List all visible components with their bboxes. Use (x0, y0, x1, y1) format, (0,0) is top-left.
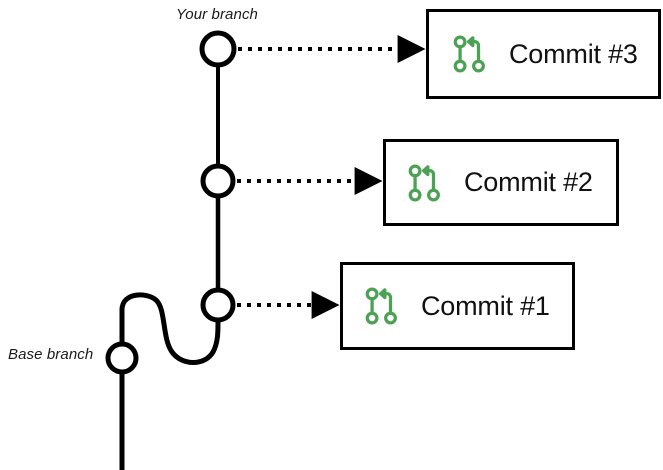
branch-fork-s-curve (119, 292, 221, 365)
git-pull-request-icon (365, 287, 397, 325)
commit-card-2[interactable]: Commit #2 (383, 139, 619, 226)
node-your-branch-commit-2 (200, 163, 236, 199)
commit-card-1[interactable]: Commit #1 (340, 262, 575, 350)
node-base-branch (105, 341, 139, 375)
your-branch-label: Your branch (176, 6, 258, 23)
node-your-branch-commit-1 (200, 287, 236, 323)
commit-card-2-label: Commit #2 (464, 167, 593, 197)
git-pull-request-icon (453, 35, 485, 73)
commit-card-3[interactable]: Commit #3 (426, 9, 661, 99)
git-pull-request-icon (408, 164, 440, 201)
node-your-branch-commit-3 (199, 30, 237, 68)
base-branch-label: Base branch (8, 346, 94, 363)
commit-card-1-label: Commit #1 (421, 290, 550, 321)
commit-card-3-label: Commit #3 (509, 38, 638, 69)
